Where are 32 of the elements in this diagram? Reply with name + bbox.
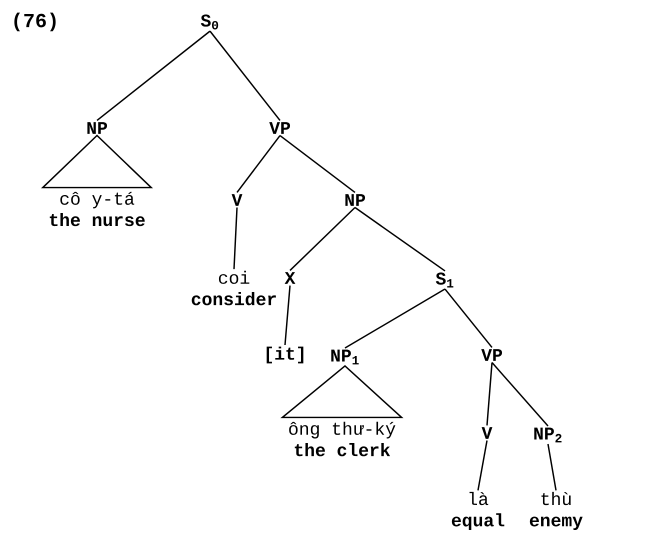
branch-line [284, 285, 291, 346]
branch-line [354, 206, 446, 272]
word-gloss: coi consider [192, 270, 276, 306]
word-gloss: cô y-tá the nurse [50, 192, 145, 226]
branch-line [280, 134, 356, 194]
branch-line [96, 30, 210, 122]
category-label: V [482, 427, 492, 439]
category-label: VP [481, 349, 502, 361]
word-gloss: ông thư-ký the clerk [289, 422, 396, 456]
example-number: (76) [14, 12, 56, 32]
category-label: S$_{1}$ [436, 272, 454, 288]
branch-line [491, 362, 549, 426]
category-label: S$_{0}$ [200, 14, 218, 30]
category-label: [it] [266, 346, 304, 364]
branch-line [444, 288, 493, 348]
branch-line [477, 440, 488, 490]
word-gloss: thù enemy [530, 492, 583, 530]
category-label: V [232, 194, 242, 206]
branch-line [547, 444, 557, 490]
branch-line [486, 362, 493, 426]
word-gloss: là equal [452, 492, 504, 530]
branch-line [290, 207, 356, 271]
branch-line [209, 30, 281, 121]
branch-line [344, 288, 446, 349]
category-label: VP [269, 122, 290, 134]
branch-line [233, 207, 238, 270]
category-label: X [284, 272, 296, 284]
branch-line [236, 135, 281, 193]
category-label: NP [345, 194, 366, 206]
category-label: NP$_{1}$ [331, 350, 359, 364]
category-label: NP$_{2}$ [534, 428, 562, 442]
category-label: NP [87, 122, 108, 134]
